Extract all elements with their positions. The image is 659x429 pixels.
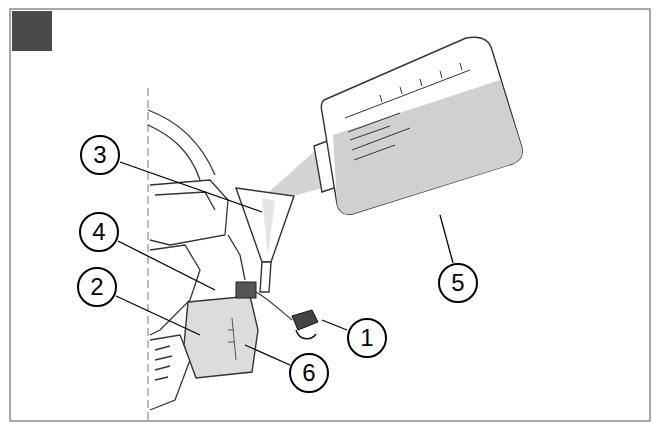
cap [256, 292, 318, 339]
leader-lines [116, 162, 453, 365]
callout-circle: 2 [77, 267, 117, 307]
callout-circle: 6 [289, 353, 329, 393]
callout-circle: 3 [80, 135, 120, 175]
callout-circle: 1 [347, 318, 387, 358]
callout-number: 5 [451, 271, 464, 295]
callout-number: 4 [92, 220, 105, 244]
callout-circle: 4 [79, 212, 119, 252]
callout-circle: 5 [438, 263, 478, 303]
callout-number: 3 [93, 143, 106, 167]
reservoir [184, 296, 258, 378]
refill-bottle [314, 37, 522, 214]
reservoir-marks [228, 318, 236, 360]
filler-neck [236, 282, 256, 298]
callout-number: 6 [302, 361, 315, 385]
step-marker [12, 11, 52, 51]
callout-number: 1 [360, 326, 373, 350]
frame [10, 9, 650, 421]
cut-line [148, 88, 149, 420]
callout-number: 2 [90, 275, 103, 299]
funnel [236, 188, 294, 292]
